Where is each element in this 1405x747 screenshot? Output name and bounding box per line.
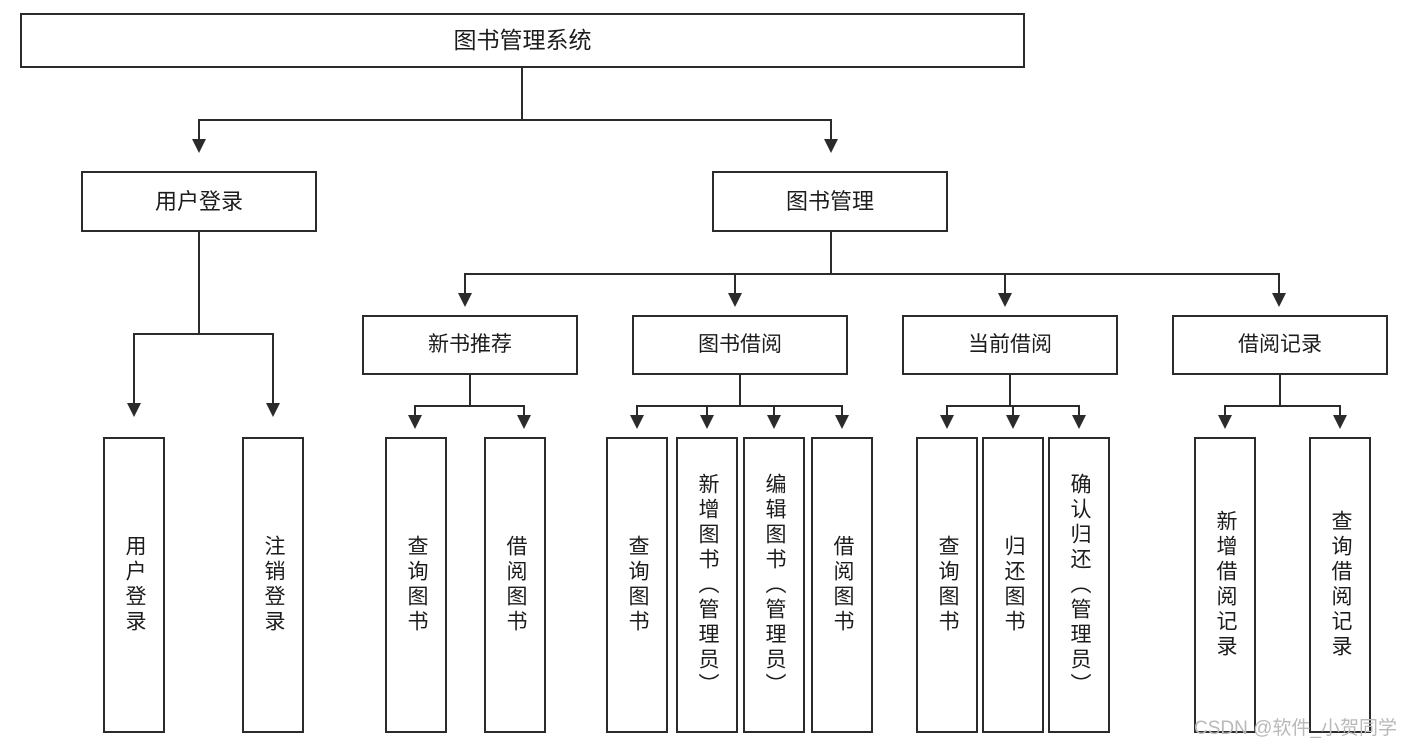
csdn-watermark: CSDN @软件_小贺同学 [1194,718,1397,739]
arrow-to-user-login [192,139,206,153]
node-current-borrow[interactable]: 当前借阅 [902,315,1118,375]
leaf-add-book-admin[interactable]: 新增图书（管理员） [676,437,738,733]
node-label: 当前借阅 [968,332,1052,356]
node-label: 图书借阅 [698,332,782,356]
connector-user-login-stem [198,232,200,334]
node-user-login[interactable]: 用户登录 [81,171,317,232]
leaf-query-book-borrow[interactable]: 查询图书 [606,437,668,733]
leaf-add-borrow-record[interactable]: 新增借阅记录 [1194,437,1256,733]
arrow-to-leaf-add-record [1218,415,1232,429]
connector-currentborrow-stem [1009,375,1011,406]
leaf-edit-book-admin[interactable]: 编辑图书（管理员） [743,437,805,733]
node-book-management[interactable]: 图书管理 [712,171,948,232]
connector-borrowrecord-drop-1 [1224,405,1226,417]
node-label: 归还图书 [1002,535,1026,635]
arrow-to-leaf-borrow-book-a [517,415,531,429]
leaf-borrow-book-borrow[interactable]: 借阅图书 [811,437,873,733]
connector-root-bar [198,119,832,121]
connector-root-drop-right [830,119,832,141]
arrow-to-leaf-borrow-book-b [835,415,849,429]
connector-bookmgmt-bar [464,273,1280,275]
arrow-to-borrow-record [1272,293,1286,307]
connector-borrowrecord-stem [1279,375,1281,406]
connector-newbook-drop-2 [523,405,525,417]
connector-bookmgmt-stem [830,232,832,274]
connector-bookmgmt-drop-3 [1004,273,1006,295]
arrow-to-leaf-user-login [127,403,141,417]
leaf-query-book-current[interactable]: 查询图书 [916,437,978,733]
node-label: 借阅图书 [831,535,855,635]
node-label: 借阅图书 [504,535,528,635]
arrow-to-leaf-edit-book [767,415,781,429]
connector-root-drop-left [198,119,200,141]
arrow-to-leaf-query-record [1333,415,1347,429]
node-label: 查询借阅记录 [1329,510,1353,660]
node-label: 用户登录 [123,535,147,635]
node-label: 新增借阅记录 [1214,510,1238,660]
arrow-to-current-borrow [998,293,1012,307]
leaf-user-login[interactable]: 用户登录 [103,437,165,733]
arrow-to-leaf-confirm-return [1072,415,1086,429]
connector-root-stem [521,68,523,120]
leaf-query-borrow-record[interactable]: 查询借阅记录 [1309,437,1371,733]
arrow-to-leaf-query-book-a [408,415,422,429]
connector-bookborrow-drop-2 [706,405,708,417]
connector-currentborrow-drop-3 [1078,405,1080,417]
arrow-to-leaf-query-book-c [940,415,954,429]
connector-newbook-bar [414,405,525,407]
connector-bookborrow-drop-3 [773,405,775,417]
connector-user-login-drop-1 [133,333,135,405]
arrow-to-leaf-add-book [700,415,714,429]
connector-borrowrecord-drop-2 [1339,405,1341,417]
connector-user-login-bar [133,333,274,335]
connector-bookborrow-drop-4 [841,405,843,417]
connector-bookmgmt-drop-1 [464,273,466,295]
leaf-return-book[interactable]: 归还图书 [982,437,1044,733]
connector-newbook-stem [469,375,471,406]
node-label: 新书推荐 [428,332,512,356]
node-label: 图书管理 [785,188,874,214]
leaf-logout[interactable]: 注销登录 [242,437,304,733]
leaf-borrow-book-new[interactable]: 借阅图书 [484,437,546,733]
node-label: 确认归还（管理员） [1068,472,1092,698]
connector-user-login-drop-2 [272,333,274,405]
node-label: 编辑图书（管理员） [763,472,787,698]
node-label: 查询图书 [626,535,650,635]
node-label: 新增图书（管理员） [696,472,720,698]
connector-bookborrow-bar [636,405,843,407]
connector-bookborrow-stem [739,375,741,406]
connector-bookborrow-drop-1 [636,405,638,417]
connector-bookmgmt-drop-2 [734,273,736,295]
connector-bookmgmt-drop-4 [1278,273,1280,295]
node-label: 借阅记录 [1238,332,1322,356]
arrow-to-leaf-logout [266,403,280,417]
arrow-to-book-management [824,139,838,153]
connector-currentborrow-drop-2 [1012,405,1014,417]
connector-newbook-drop-1 [414,405,416,417]
node-book-borrow[interactable]: 图书借阅 [632,315,848,375]
node-borrow-record[interactable]: 借阅记录 [1172,315,1388,375]
arrow-to-book-borrow [728,293,742,307]
arrow-to-leaf-return-book [1006,415,1020,429]
node-new-book-recommend[interactable]: 新书推荐 [362,315,578,375]
node-label: 图书管理系统 [453,26,592,53]
node-label: 用户登录 [154,188,243,214]
arrow-to-new-book-recommend [458,293,472,307]
leaf-query-book-new[interactable]: 查询图书 [385,437,447,733]
arrow-to-leaf-query-book-b [630,415,644,429]
node-label: 查询图书 [936,535,960,635]
node-root-book-management-system[interactable]: 图书管理系统 [20,13,1025,68]
connector-borrowrecord-bar [1224,405,1341,407]
leaf-confirm-return-admin[interactable]: 确认归还（管理员） [1048,437,1110,733]
connector-currentborrow-drop-1 [946,405,948,417]
node-label: 注销登录 [262,535,286,635]
node-label: 查询图书 [405,535,429,635]
